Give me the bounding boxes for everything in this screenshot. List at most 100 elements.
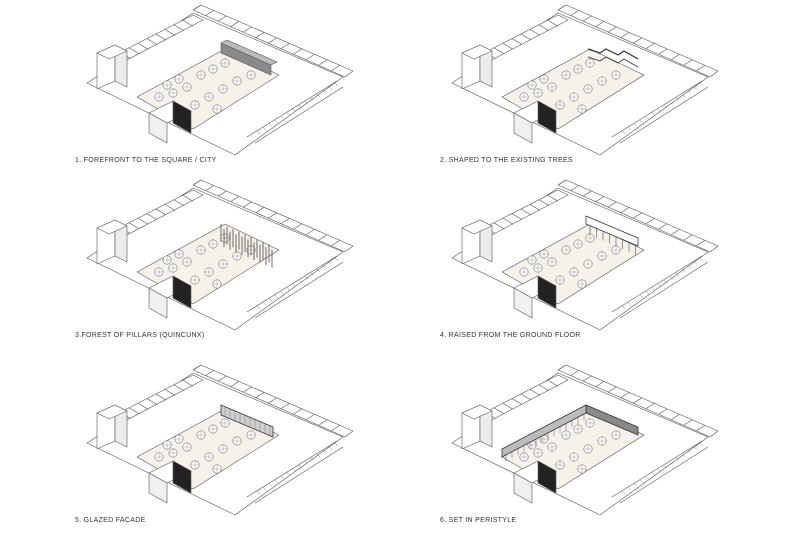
tree-12 — [597, 251, 607, 261]
tree-7 — [208, 424, 218, 434]
tree-3 — [519, 452, 529, 462]
trees-group — [154, 418, 256, 474]
tree-13 — [611, 70, 621, 80]
tree-2 — [539, 74, 549, 84]
diagram-panel-5: 5. GLAZED FACADE — [75, 364, 365, 535]
tree-14 — [212, 104, 222, 114]
tree-11 — [583, 259, 593, 269]
rear-terrace-building — [557, 364, 719, 438]
tree-3 — [154, 267, 164, 277]
tree-9 — [190, 275, 200, 285]
tree-8 — [585, 58, 595, 68]
rear-terrace-building — [557, 179, 719, 253]
tree-1 — [527, 80, 537, 90]
tree-7 — [573, 239, 583, 249]
tree-6 — [561, 245, 571, 255]
diagram-panel-3: 3.FOREST OF PILLARS (QUINCUNX) — [75, 179, 365, 350]
axonometric-drawing-3 — [86, 179, 354, 331]
right-street — [611, 80, 709, 144]
trees-group — [154, 233, 256, 289]
tree-6 — [196, 70, 206, 80]
tree-8 — [585, 233, 595, 243]
trees-group — [519, 418, 621, 474]
tree-10 — [204, 267, 214, 277]
tree-14 — [577, 464, 587, 474]
tree-11 — [583, 84, 593, 94]
panel-caption-6: 6. SET IN PERISTYLE — [440, 517, 517, 524]
site-plan — [86, 179, 354, 331]
tree-4 — [168, 448, 178, 458]
tree-4 — [533, 448, 543, 458]
tree-6 — [561, 70, 571, 80]
front-building — [148, 460, 192, 504]
tree-1 — [162, 255, 172, 265]
tree-4 — [168, 263, 178, 273]
tree-1 — [162, 440, 172, 450]
tree-6 — [561, 430, 571, 440]
new-building-peristyle — [501, 404, 639, 461]
rear-terrace-building — [192, 179, 354, 253]
tree-7 — [573, 424, 583, 434]
tree-12 — [232, 251, 242, 261]
tree-4 — [533, 263, 543, 273]
axonometric-drawing-4 — [451, 179, 719, 331]
axonometric-drawing-6 — [451, 364, 719, 516]
tree-6 — [196, 245, 206, 255]
panel-caption-1: 1. FOREFRONT TO THE SQUARE / CITY — [75, 157, 217, 164]
trees-group — [519, 233, 621, 289]
tall-tower — [96, 44, 128, 90]
diagram-panel-2: 2. SHAPED TO THE EXISTING TREES — [440, 4, 730, 175]
tree-3 — [154, 452, 164, 462]
tree-7 — [208, 239, 218, 249]
tree-14 — [577, 279, 587, 289]
panel-caption-4: 4. RAISED FROM THE GROUND FLOOR — [440, 332, 581, 339]
tree-10 — [569, 267, 579, 277]
tree-1 — [162, 80, 172, 90]
tree-8 — [220, 233, 230, 243]
tree-8 — [220, 58, 230, 68]
front-building — [513, 460, 557, 504]
right-street — [611, 440, 709, 504]
new-building-shaped — [587, 48, 639, 68]
tree-14 — [577, 104, 587, 114]
tree-11 — [218, 259, 228, 269]
tall-tower — [461, 44, 493, 90]
tree-5 — [182, 257, 192, 267]
rear-terrace-building — [557, 4, 719, 78]
tree-5 — [547, 82, 557, 92]
tree-7 — [573, 64, 583, 74]
tree-2 — [174, 74, 184, 84]
panel-caption-5: 5. GLAZED FACADE — [75, 517, 146, 524]
tall-tower — [461, 219, 493, 265]
axonometric-drawing-2 — [451, 4, 719, 156]
trees-group — [519, 58, 621, 114]
tree-7 — [208, 64, 218, 74]
tree-9 — [555, 460, 565, 470]
tree-5 — [547, 257, 557, 267]
diagram-panel-6: 6. SET IN PERISTYLE — [440, 364, 730, 535]
tree-6 — [196, 430, 206, 440]
tree-5 — [547, 442, 557, 452]
tree-10 — [204, 92, 214, 102]
tree-2 — [174, 434, 184, 444]
tree-12 — [232, 436, 242, 446]
right-street — [246, 255, 344, 319]
tree-11 — [583, 444, 593, 454]
rear-terrace-building — [192, 364, 354, 438]
panel-caption-2: 2. SHAPED TO THE EXISTING TREES — [440, 157, 573, 164]
front-building — [148, 100, 192, 144]
axonometric-drawing-5 — [86, 364, 354, 516]
right-street — [611, 255, 709, 319]
tree-5 — [182, 82, 192, 92]
tree-2 — [539, 249, 549, 259]
tree-13 — [611, 430, 621, 440]
tree-9 — [555, 100, 565, 110]
site-plan — [451, 179, 719, 331]
trees-group — [154, 58, 256, 114]
tree-10 — [204, 452, 214, 462]
site-plan — [451, 364, 719, 516]
tree-13 — [246, 430, 256, 440]
tree-10 — [569, 452, 579, 462]
front-building — [513, 275, 557, 319]
